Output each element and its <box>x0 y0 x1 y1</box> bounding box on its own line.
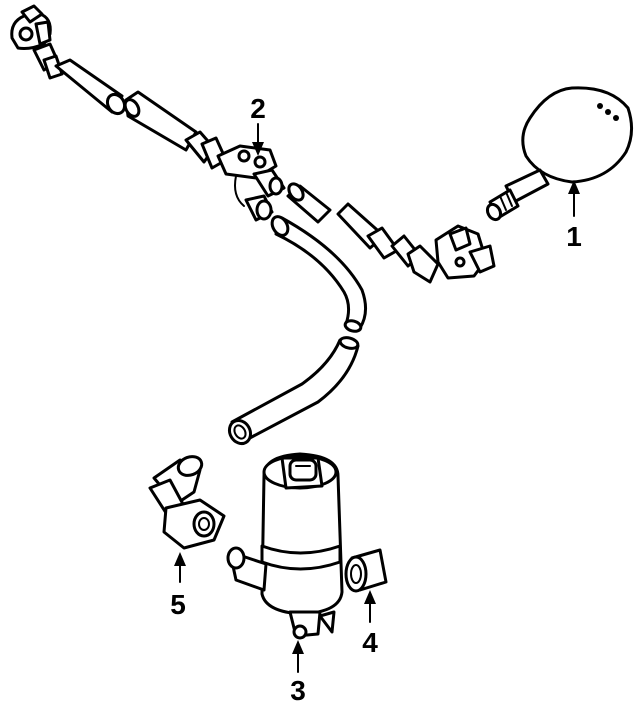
callout-arrows <box>174 123 580 673</box>
elbow-connector <box>148 455 226 550</box>
upper-hose <box>54 58 228 170</box>
center-hose <box>286 182 496 284</box>
descending-hose <box>227 215 367 446</box>
callout-1-label: 1 <box>566 221 582 252</box>
callout-4-label: 4 <box>362 627 378 658</box>
callout-2-label: 2 <box>250 93 266 124</box>
upper-left-fitting <box>10 4 64 80</box>
washer-nozzle <box>485 86 633 222</box>
callout-3-label: 3 <box>290 675 306 706</box>
callout-5-label: 5 <box>170 589 186 620</box>
washer-pump <box>226 452 344 640</box>
hose-connector-bracket <box>216 144 286 222</box>
grommet <box>344 548 388 593</box>
